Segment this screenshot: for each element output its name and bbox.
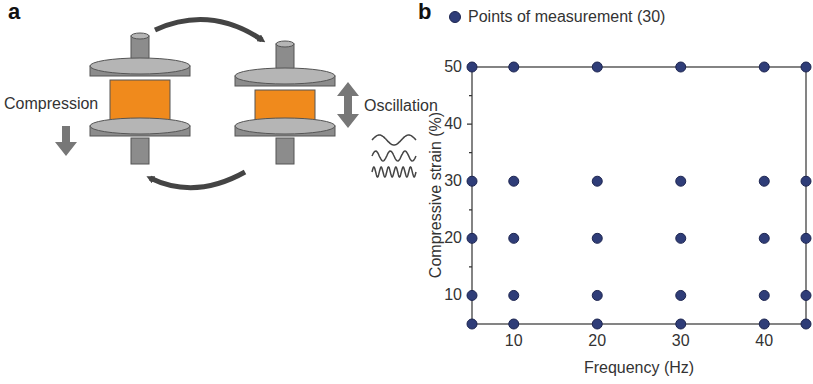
- cycle-arrow: [150, 172, 245, 188]
- legend-text: Points of measurement (30): [468, 9, 665, 25]
- data-point: [467, 319, 477, 329]
- data-point: [592, 62, 602, 72]
- data-point: [592, 176, 602, 186]
- data-point: [676, 290, 686, 300]
- data-point: [467, 233, 477, 243]
- tick-label: 40: [755, 333, 773, 349]
- data-point: [801, 233, 811, 243]
- data-point: [509, 233, 519, 243]
- panel-letter: a: [8, 1, 20, 23]
- tick-label: 50: [444, 59, 462, 75]
- data-point: [676, 176, 686, 186]
- data-point: [509, 319, 519, 329]
- data-point: [759, 176, 769, 186]
- tick-label: 30: [672, 333, 690, 349]
- data-point: [509, 290, 519, 300]
- data-point: [592, 233, 602, 243]
- annotation: Compression: [4, 96, 98, 112]
- data-point: [467, 290, 477, 300]
- tick-label: 20: [444, 230, 462, 246]
- tick-label: 30: [444, 173, 462, 189]
- data-point: [592, 319, 602, 329]
- cycle-arrow: [155, 20, 262, 40]
- oscillation-waves: [372, 135, 416, 177]
- tick-label: 10: [505, 333, 523, 349]
- data-point: [759, 62, 769, 72]
- legend-swatch: [449, 11, 461, 23]
- data-point: [592, 290, 602, 300]
- data-point: [801, 319, 811, 329]
- data-point: [759, 319, 769, 329]
- data-point: [801, 290, 811, 300]
- data-point: [467, 62, 477, 72]
- data-point: [676, 319, 686, 329]
- tick-label: 20: [588, 333, 606, 349]
- panel-letter: b: [418, 1, 431, 23]
- compression-arrow: [55, 126, 77, 156]
- data-point: [509, 62, 519, 72]
- data-point: [801, 62, 811, 72]
- data-point: [801, 176, 811, 186]
- data-point: [509, 176, 519, 186]
- plot-frame: [467, 67, 806, 329]
- axis-title: Compressive strain (%): [428, 112, 444, 278]
- tick-label: 10: [444, 287, 462, 303]
- annotation: Oscillation: [364, 98, 438, 114]
- rheometer-uncompressed: [90, 33, 190, 164]
- oscillation-arrow: [337, 82, 359, 128]
- tick-label: 40: [444, 116, 462, 132]
- rheometer-compressed: [235, 41, 335, 164]
- data-point: [676, 62, 686, 72]
- measurement-points: [467, 62, 811, 329]
- data-point: [676, 233, 686, 243]
- data-point: [467, 176, 477, 186]
- data-point: [759, 290, 769, 300]
- axis-title: Frequency (Hz): [584, 360, 694, 376]
- data-point: [759, 233, 769, 243]
